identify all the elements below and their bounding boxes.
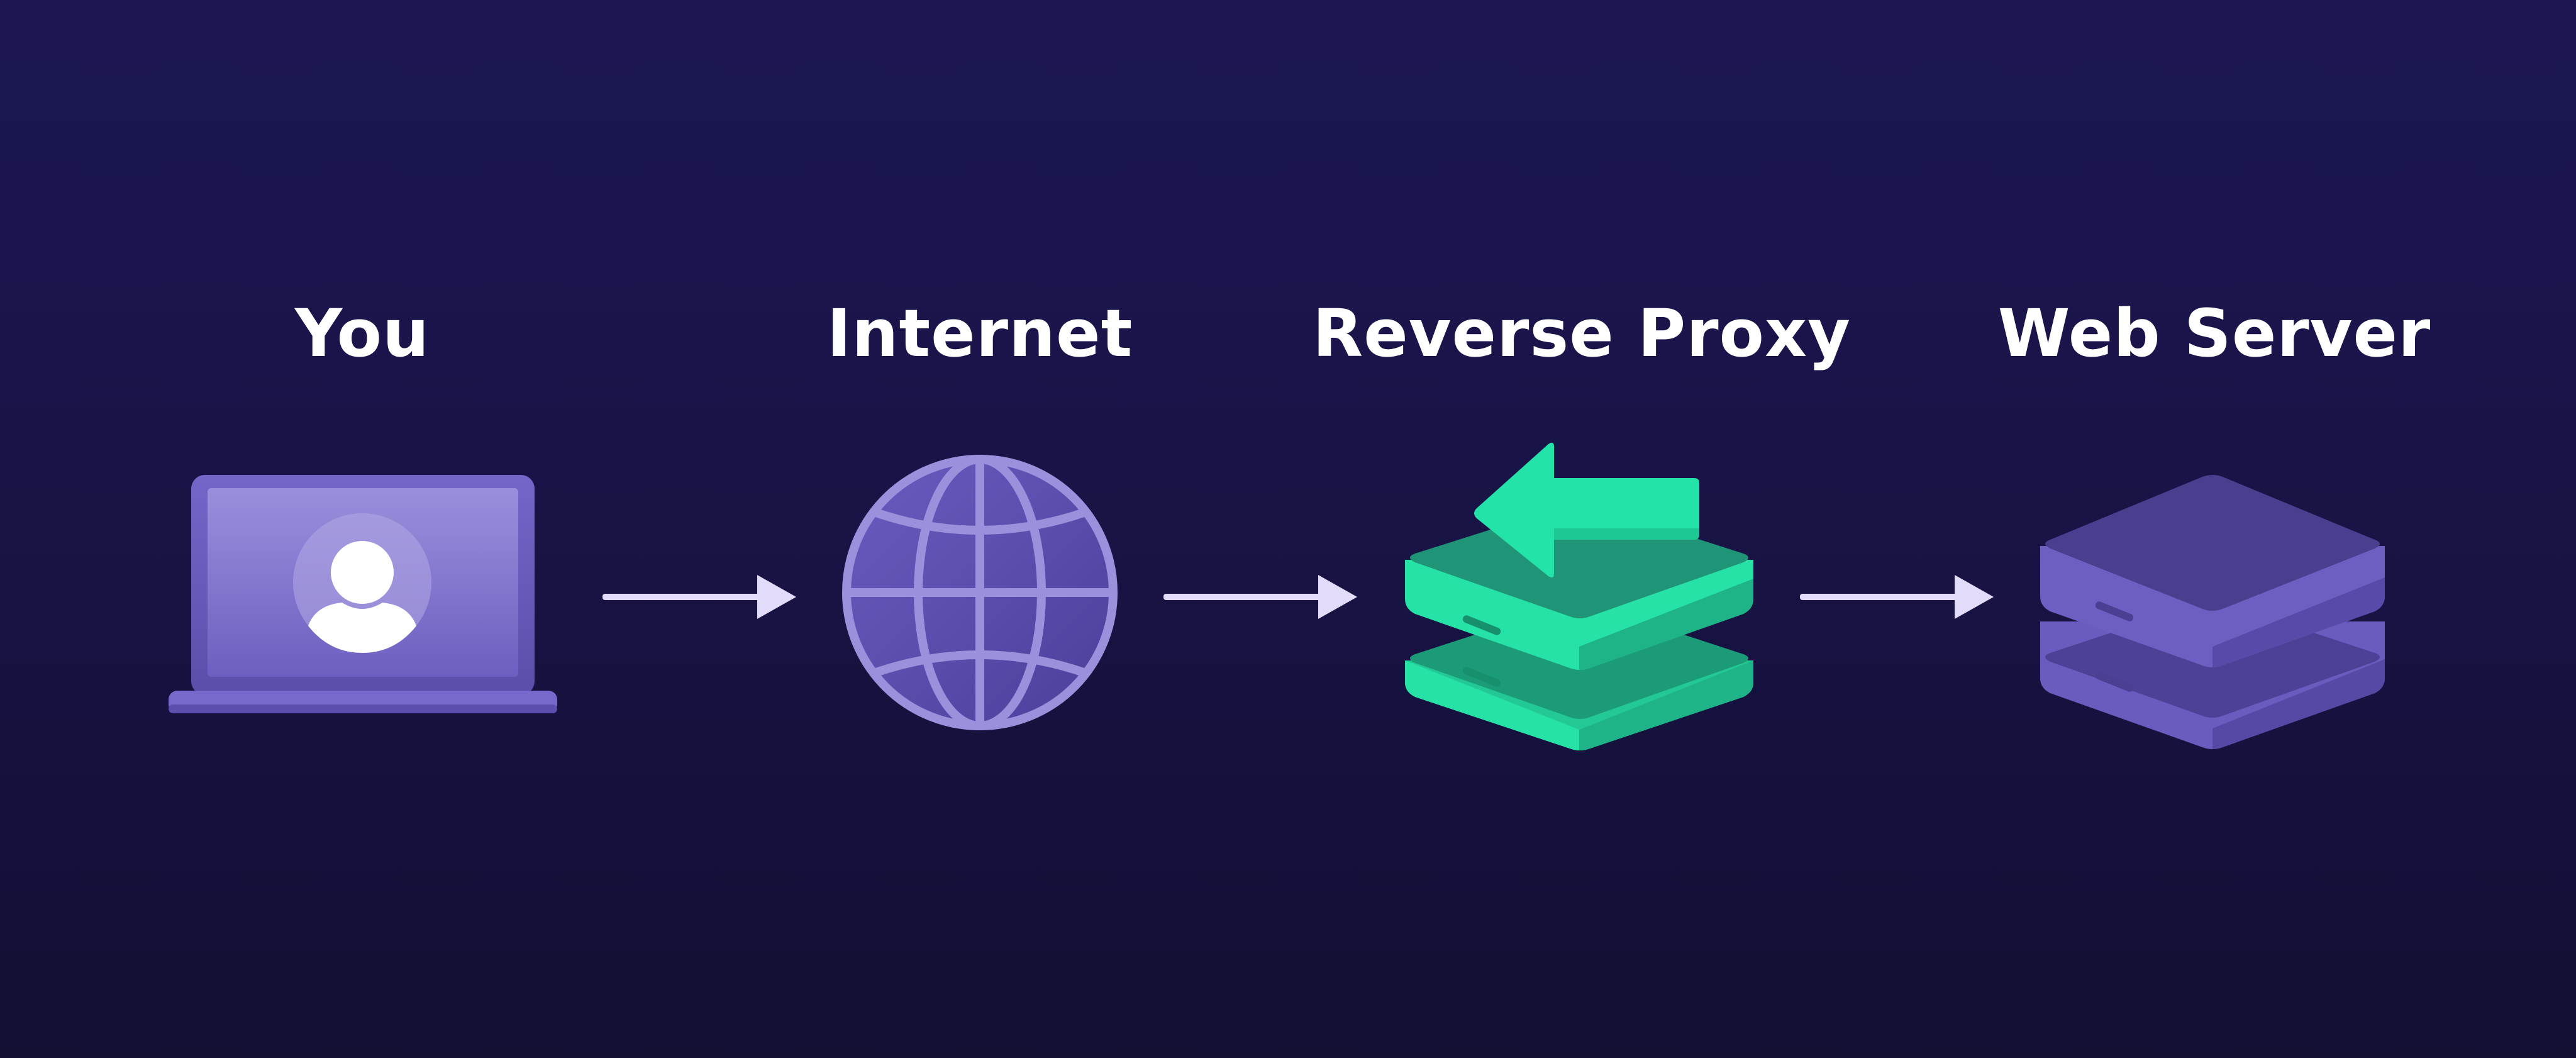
edge-arrow-internet-proxy: [1163, 571, 1358, 621]
node-label-you: You: [294, 295, 430, 372]
node-label-reverse-proxy: Reverse Proxy: [1313, 295, 1851, 372]
globe-icon: [842, 455, 1118, 730]
edge-arrow-you-internet: [602, 571, 797, 621]
node-label-internet: Internet: [826, 295, 1133, 372]
node-label-web-server: Web Server: [1997, 295, 2431, 372]
node-internet: [841, 454, 1118, 731]
arrow-right-icon: [602, 575, 796, 619]
arrow-right-icon: [1800, 575, 1994, 619]
server-stack-arrow-icon: [1405, 442, 1753, 750]
arrow-right-icon: [1163, 575, 1357, 619]
node-reverse-proxy: [1400, 434, 1758, 755]
edge-arrow-proxy-webserver: [1800, 571, 1995, 621]
node-web-server: [2036, 471, 2389, 755]
laptop-user-icon: [169, 475, 557, 713]
server-stack-icon: [2040, 475, 2385, 749]
node-you: [169, 472, 558, 717]
